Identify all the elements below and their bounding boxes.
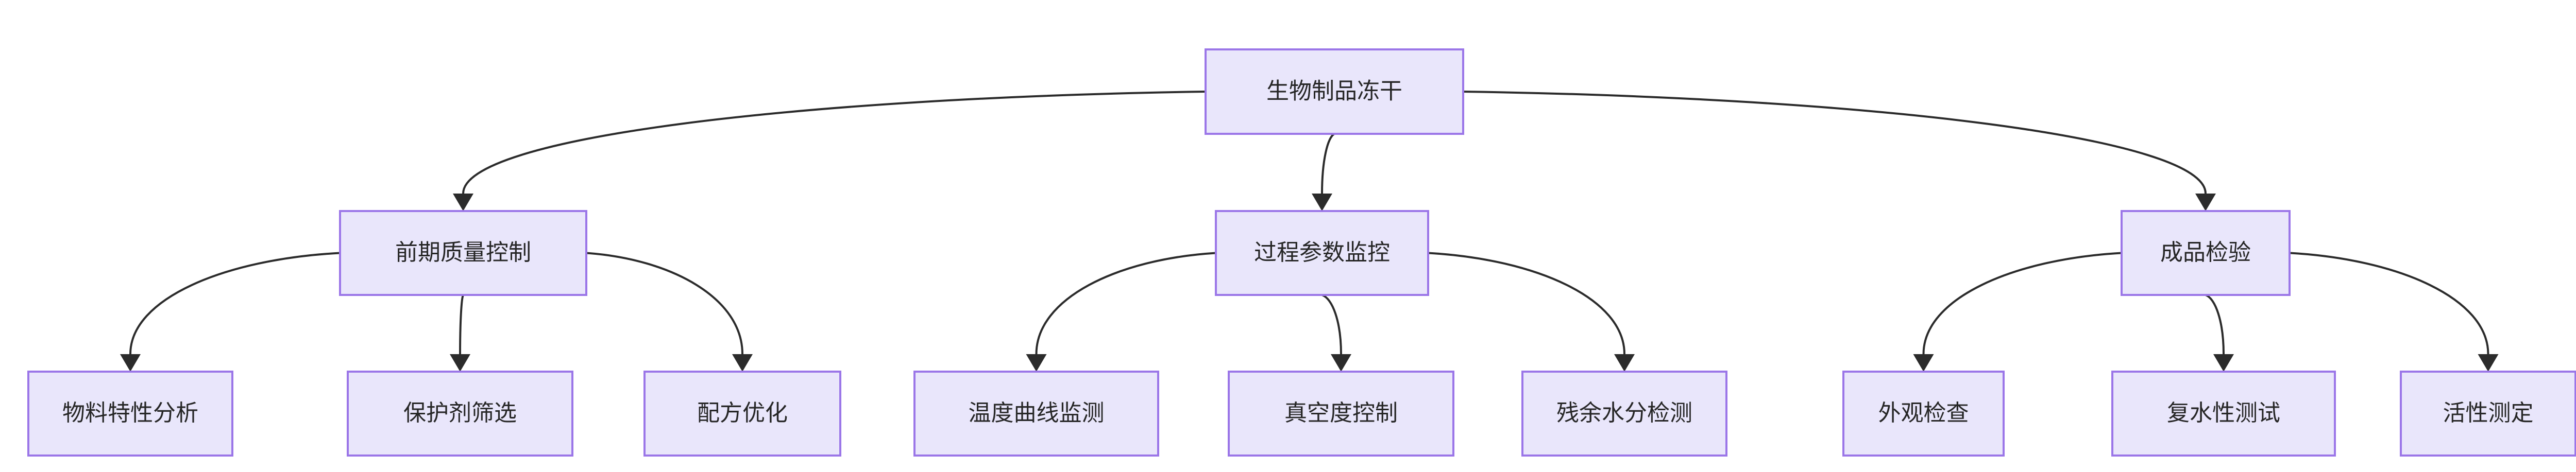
- arrowhead-leaf1: [120, 354, 141, 372]
- arrowhead-leaf7: [1913, 354, 1934, 372]
- node-leaf3[interactable]: 配方优化: [643, 371, 841, 457]
- node-label-leaf8: 复水性测试: [2167, 400, 2280, 426]
- node-box-cat1[interactable]: [339, 210, 587, 296]
- edge-cat3-to-leaf8: [2205, 294, 2225, 355]
- node-leaf8[interactable]: 复水性测试: [2111, 371, 2336, 457]
- node-cat3[interactable]: 成品检验: [2121, 210, 2291, 296]
- arrowhead-cat3: [2195, 194, 2216, 211]
- node-box-leaf5[interactable]: [1228, 371, 1454, 457]
- edge-root-to-cat2: [1321, 133, 1335, 194]
- edge-cat3-to-leaf7: [1922, 252, 2122, 355]
- edge-cat1-to-leaf3: [586, 252, 743, 355]
- node-box-leaf4[interactable]: [913, 371, 1159, 457]
- node-label-leaf2: 保护剂筛选: [403, 400, 517, 426]
- edge-cat1-to-leaf1: [129, 252, 341, 355]
- arrowhead-leaf5: [1331, 354, 1351, 372]
- node-label-cat3: 成品检验: [2160, 240, 2251, 265]
- node-leaf5[interactable]: 真空度控制: [1228, 371, 1454, 457]
- node-label-cat2: 过程参数监控: [1254, 240, 1390, 265]
- node-label-cat1: 前期质量控制: [395, 240, 531, 265]
- node-box-leaf1[interactable]: [27, 371, 233, 457]
- node-box-leaf7[interactable]: [1842, 371, 2005, 457]
- arrowhead-leaf3: [732, 354, 753, 372]
- edge-cat3-to-leaf9: [2289, 252, 2489, 355]
- node-cat1[interactable]: 前期质量控制: [339, 210, 587, 296]
- edge-root-to-cat3: [1463, 91, 2207, 194]
- edge-cat1-to-leaf2: [459, 294, 464, 355]
- node-box-cat3[interactable]: [2121, 210, 2291, 296]
- node-box-leaf3[interactable]: [643, 371, 841, 457]
- arrowhead-leaf8: [2213, 354, 2234, 372]
- node-leaf4[interactable]: 温度曲线监测: [913, 371, 1159, 457]
- edge-root-to-cat1: [462, 91, 1206, 194]
- node-cat2[interactable]: 过程参数监控: [1215, 210, 1429, 296]
- node-leaf1[interactable]: 物料特性分析: [27, 371, 233, 457]
- node-box-leaf9[interactable]: [2400, 371, 2576, 457]
- node-label-leaf9: 活性测定: [2443, 400, 2534, 426]
- arrowhead-leaf6: [1614, 354, 1635, 372]
- node-label-leaf7: 外观检查: [1878, 400, 1969, 426]
- node-label-leaf4: 温度曲线监测: [969, 400, 1105, 426]
- arrowhead-cat2: [1312, 194, 1332, 211]
- node-label-leaf3: 配方优化: [697, 400, 788, 426]
- node-leaf9[interactable]: 活性测定: [2400, 371, 2576, 457]
- arrowhead-leaf4: [1026, 354, 1047, 372]
- arrowhead-leaf2: [450, 354, 470, 372]
- node-box-leaf8[interactable]: [2111, 371, 2336, 457]
- node-label-leaf6: 残余水分检测: [1556, 400, 1692, 426]
- edge-cat2-to-leaf5: [1321, 294, 1342, 355]
- node-leaf7[interactable]: 外观检查: [1842, 371, 2005, 457]
- node-box-root[interactable]: [1205, 48, 1464, 135]
- node-root[interactable]: 生物制品冻干: [1205, 48, 1464, 135]
- node-leaf6[interactable]: 残余水分检测: [1521, 371, 1727, 457]
- node-box-leaf6[interactable]: [1521, 371, 1727, 457]
- node-label-leaf5: 真空度控制: [1284, 400, 1398, 426]
- node-box-leaf2[interactable]: [347, 371, 573, 457]
- arrowhead-leaf9: [2478, 354, 2499, 372]
- node-label-root: 生物制品冻干: [1266, 79, 1402, 104]
- node-label-leaf1: 物料特性分析: [62, 400, 198, 426]
- node-leaf2[interactable]: 保护剂筛选: [347, 371, 573, 457]
- edge-cat2-to-leaf4: [1035, 252, 1216, 355]
- edge-cat2-to-leaf6: [1428, 252, 1625, 355]
- node-box-cat2[interactable]: [1215, 210, 1429, 296]
- edges-layer: [120, 91, 2499, 372]
- arrowhead-cat1: [453, 194, 473, 211]
